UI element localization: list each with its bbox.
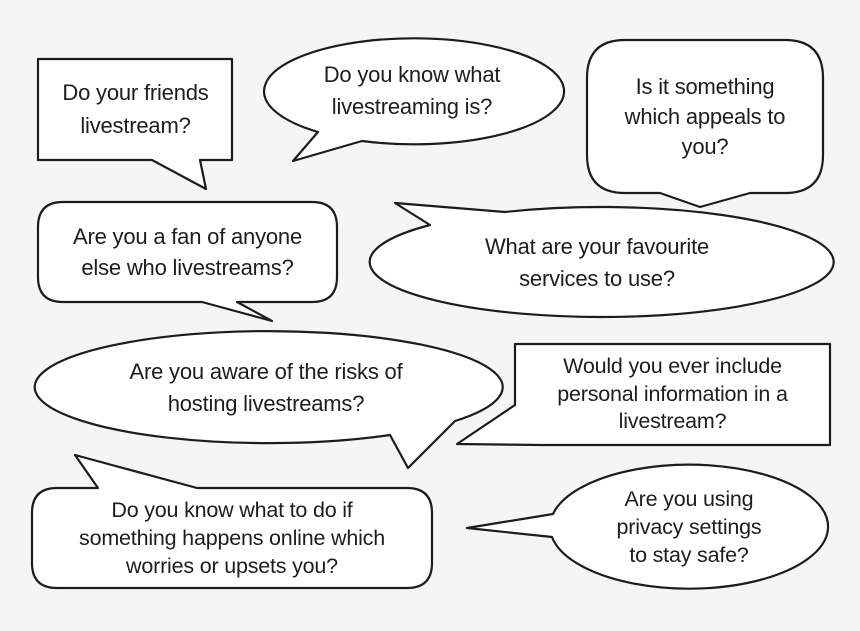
speech-bubble-shape-personal-information xyxy=(455,342,832,447)
speech-bubble-text-aware-of-risks: Are you aware of the risks of hosting li… xyxy=(129,359,403,416)
speech-bubble-shape-privacy-settings xyxy=(465,463,830,590)
speech-bubble-text-personal-information: Would you ever include personal informat… xyxy=(557,354,788,434)
speech-bubble-text-appeals-to-you: Is it something which appeals to you? xyxy=(624,73,786,159)
speech-bubble-text-favourite-services: What are your favourite services to use? xyxy=(484,234,710,291)
speech-bubble-shape-fan-of-anyone xyxy=(36,200,339,323)
speech-bubble-text-fan-of-anyone: Are you a fan of anyone else who livestr… xyxy=(72,224,302,280)
speech-bubble-shape-favourite-services xyxy=(368,201,835,319)
speech-bubble-text-privacy-settings: Are you using privacy settings to stay s… xyxy=(616,487,762,567)
speech-bubble-text-what-to-do: Do you know what to do if something happ… xyxy=(79,498,385,578)
speech-bubble-shape-what-to-do xyxy=(30,453,434,590)
speech-bubble-shape-appeals-to-you xyxy=(585,38,825,209)
speech-bubble-shape-do-your-friends xyxy=(36,57,234,191)
speech-bubble-text-do-your-friends: Do your friends livestream? xyxy=(62,80,209,138)
speech-bubble-shape-know-what-livestreaming xyxy=(262,37,566,163)
speech-bubble-text-know-what-livestreaming: Do you know what livestreaming is? xyxy=(323,62,501,119)
speech-bubble-shape-aware-of-risks xyxy=(33,330,504,470)
